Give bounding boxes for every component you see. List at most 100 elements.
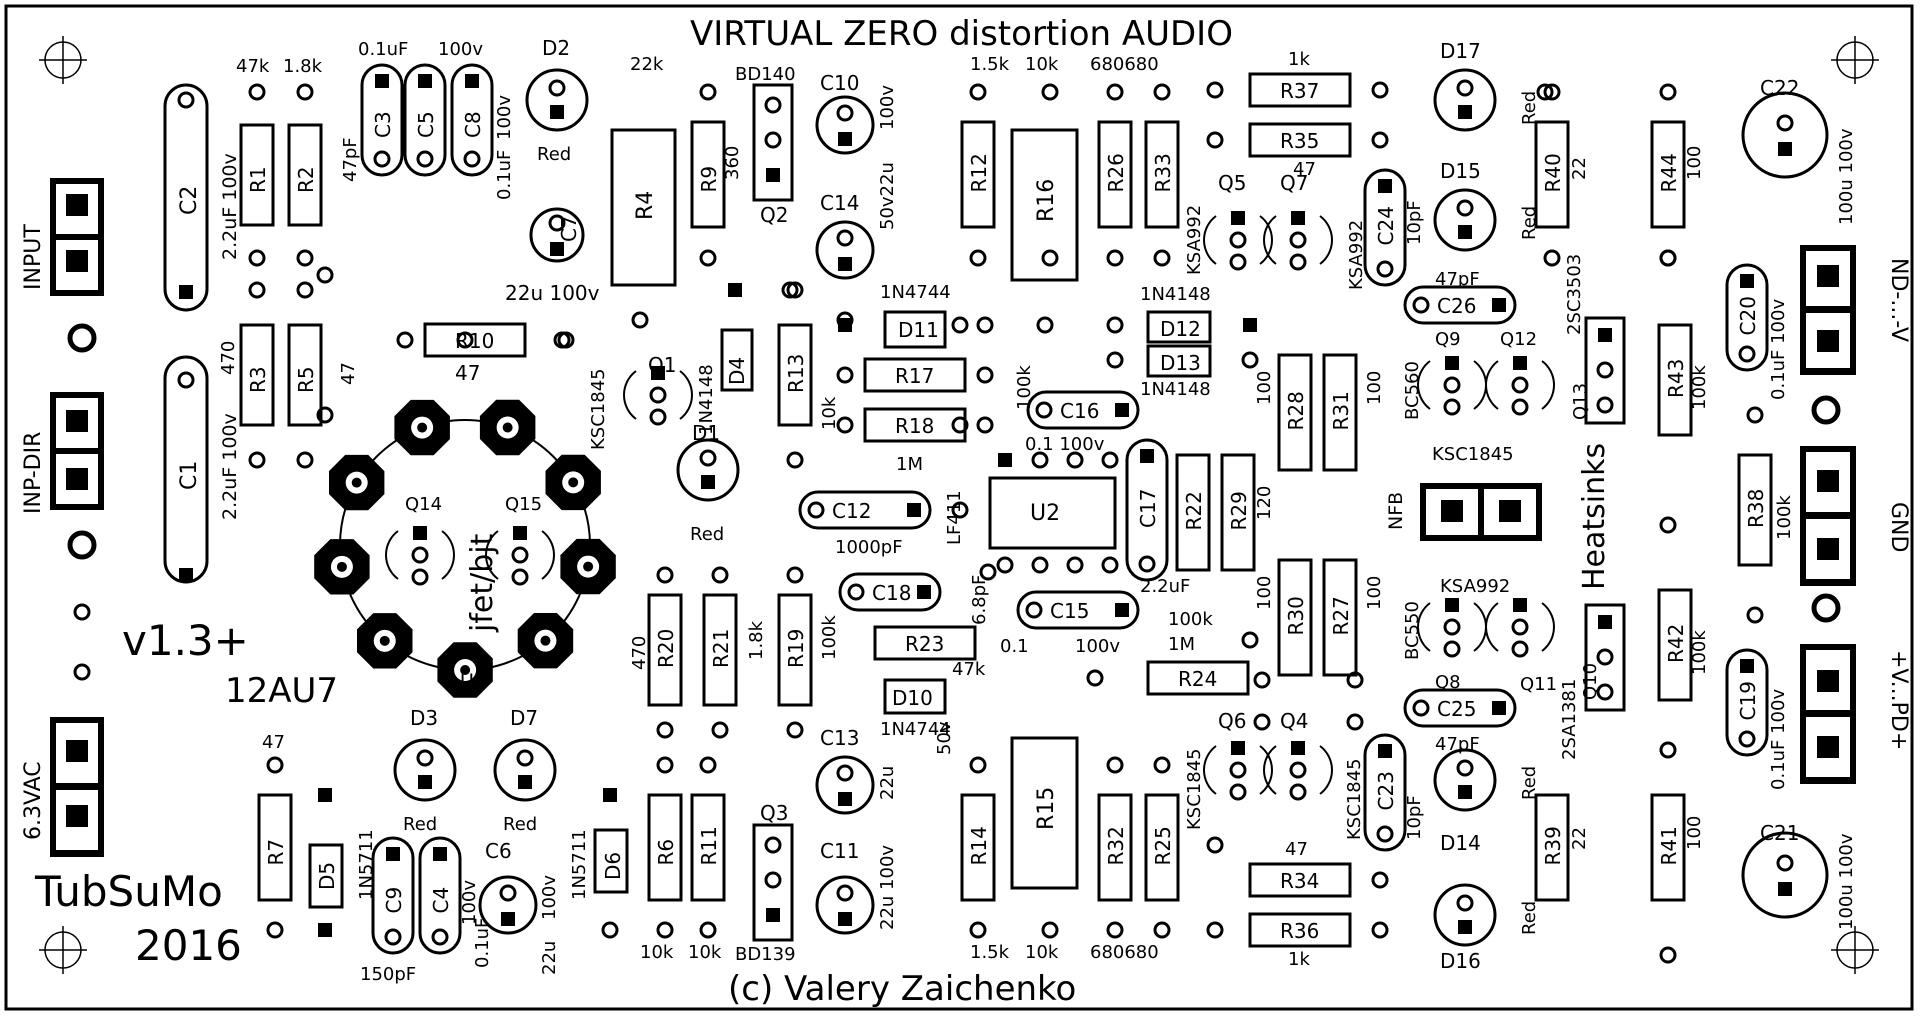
silk-label: 47 [1293,159,1316,180]
pad [1106,921,1124,939]
silk-label: BC550 [1402,601,1423,660]
capacitor-body [815,875,875,935]
transistor-q10: Q10 [1580,663,1601,700]
pad [1153,921,1171,939]
pad [548,79,566,97]
pad-square [465,74,479,88]
pad [296,83,314,101]
pad [1456,759,1474,777]
pad [396,331,414,349]
pad [1106,249,1124,267]
pad [511,546,529,564]
resistor-r34: R34 [1280,869,1319,893]
pad [656,721,674,739]
silk-label: 22 [1569,157,1590,180]
silk-label: 100 [1684,146,1705,180]
pad [836,416,854,434]
pad [976,366,994,384]
pad-square [433,847,447,861]
pad-square [179,568,193,582]
pad [711,566,729,584]
capacitor-c11: C11 [820,839,859,863]
pad [456,331,474,349]
silk-label: 0.1uF 100v [1768,689,1789,790]
resistor-body [863,407,967,443]
pad [1138,555,1156,573]
silk-label: 1.8k [283,56,323,77]
pad [786,566,804,584]
svg-text:ND-...-V: ND-...-V [1886,258,1911,342]
silk-label: 100 [1684,816,1705,850]
resistor-body [647,593,683,707]
pad [1443,376,1461,394]
diode-d14: D14 [1440,831,1481,855]
capacitor-c9: C9 [382,887,406,914]
silk-label: 100k [819,615,840,660]
silk-label: 22k [630,54,664,75]
pad [1346,713,1364,731]
pad-square [1378,744,1392,758]
capacitor-body [529,207,585,263]
pad [656,566,674,584]
pad [1511,640,1529,658]
resistor-body [1657,588,1693,702]
resistor-body [690,793,726,902]
transistor-body [385,530,455,580]
pad [1289,761,1307,779]
silk-label: 0.1 100v [1025,434,1105,455]
capacitor-body [360,63,404,177]
pad-square [1778,882,1792,896]
pad [1206,131,1224,149]
pad [1206,836,1224,854]
capacitor-c5: C5 [414,111,438,138]
capacitor-body [418,836,462,955]
capacitor-body [1363,733,1407,852]
resistor-body [1534,793,1570,902]
pad [1206,81,1224,99]
pad-square [418,74,432,88]
capacitor-body [371,836,415,955]
silk-label: 1N5711 [569,829,590,900]
silk-label: 100u 100v [1836,833,1857,930]
capacitor-body [1725,263,1769,372]
pad-square [1778,142,1792,156]
silk-label: KSA992 [1184,205,1205,275]
resistor-r14: R14 [967,826,991,865]
resistor-body [287,123,323,227]
silk-label: 1N4744 [880,719,951,740]
transistor-body [1485,602,1555,652]
capacitor-c20: C20 [1736,296,1760,335]
pad-square [838,318,852,332]
silk-label: 10k [640,942,674,963]
pad-square [998,453,1012,467]
pad [1659,83,1677,101]
pad-square [375,74,389,88]
silk-label: 47 [338,362,359,385]
silk-label: 1.8k [746,620,767,660]
resistor-r37: R37 [1280,79,1319,103]
diode-d10: D10 [892,686,933,710]
resistor-r5: R5 [294,366,318,393]
silk-label: 0.1uF [494,150,515,200]
resistor-body [1657,323,1693,437]
pad [384,928,402,946]
resistor-r13: R13 [784,354,808,393]
pad [1101,556,1119,574]
silk-label: 22u 100v [877,845,898,930]
version: v1.3+ [122,616,249,665]
silk-label: 0.1uF 100v [1768,299,1789,400]
resistor-body [1097,120,1133,229]
transistor-q1: Q1 [648,353,676,377]
silk-label: 1N4148 [1140,379,1211,400]
resistor-r44: R44 [1657,153,1681,192]
pad [1289,253,1307,271]
resistor-body [1277,353,1313,472]
pad [807,501,825,519]
pad [499,884,517,902]
silk-label: Red [1519,91,1540,125]
pad [1101,451,1119,469]
pad [836,764,854,782]
silk-label: KSC1845 [1432,444,1514,465]
resistor-body [702,593,738,707]
